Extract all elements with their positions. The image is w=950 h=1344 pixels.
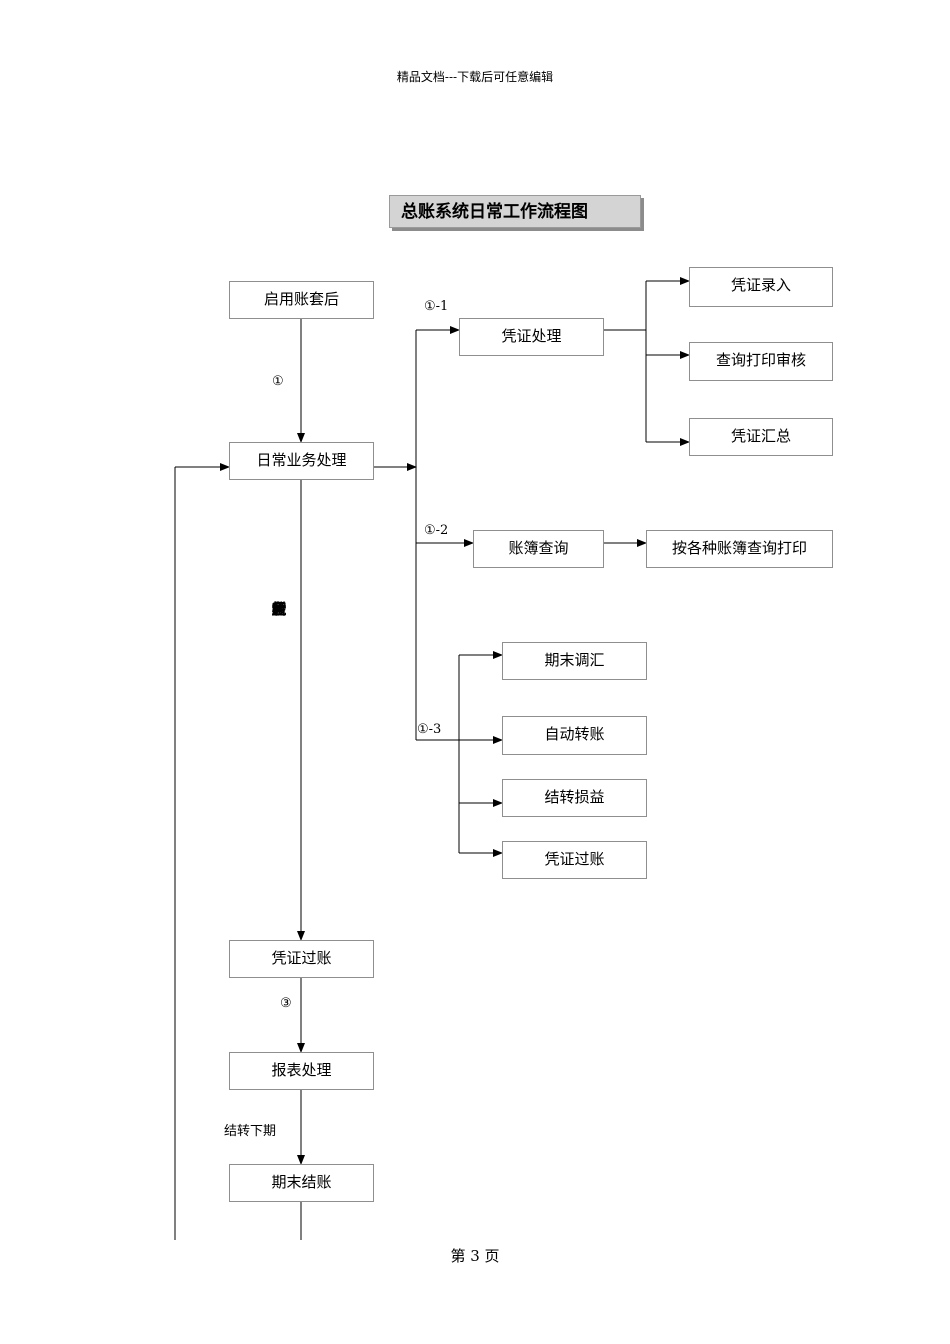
node-voucher-processing: 凭证处理 (459, 318, 604, 356)
node-daily-processing: 日常业务处理 (229, 442, 374, 480)
label-step2-char: 所 (271, 600, 287, 618)
label-step2-char: ② (272, 600, 286, 618)
label-step2-char: 凭 (271, 600, 287, 618)
node-start: 启用账套后 (229, 281, 374, 319)
node-period-end-close: 期末结账 (229, 1164, 374, 1202)
label-step2-char: 业 (271, 600, 287, 618)
node-period-end-adjust: 期末调汇 (502, 642, 647, 680)
label-step2-char: 有 (271, 600, 287, 618)
node-voucher-entry: 凭证录入 (689, 267, 833, 307)
label-next-period: 结转下期 (224, 1124, 277, 1139)
node-ledger-query: 账簿查询 (473, 530, 604, 568)
label-step2-char: 审 (271, 600, 287, 618)
node-auto-transfer: 自动转账 (502, 716, 647, 755)
node-query-print-audit: 查询打印审核 (689, 342, 833, 381)
node-voucher-summary: 凭证汇总 (689, 418, 833, 456)
label-step2-char: 后 (271, 600, 287, 618)
node-ledger-query-print: 按各种账簿查询打印 (646, 530, 833, 568)
node-profit-loss-transfer: 结转损益 (502, 779, 647, 817)
node-voucher-posting-branch: 凭证过账 (502, 841, 647, 879)
header-note: 精品文档---下载后可任意编辑 (396, 70, 554, 84)
node-report-processing: 报表处理 (229, 1052, 374, 1090)
label-step2-char: 经 (271, 600, 287, 618)
label-step1-2: ①-2 (424, 523, 449, 538)
label-step2-char: 核 (271, 600, 287, 618)
label-step3: ③ (280, 996, 292, 1011)
label-step2-char: 务 (271, 600, 287, 618)
label-step1: ① (272, 374, 284, 389)
page-footer: 第 3 页 (450, 1247, 500, 1265)
diagram-title: 总账系统日常工作流程图 (389, 195, 641, 228)
node-voucher-posting: 凭证过账 (229, 940, 374, 978)
label-step1-3: ①-3 (417, 722, 442, 737)
label-step1-1: ①-1 (424, 299, 449, 314)
